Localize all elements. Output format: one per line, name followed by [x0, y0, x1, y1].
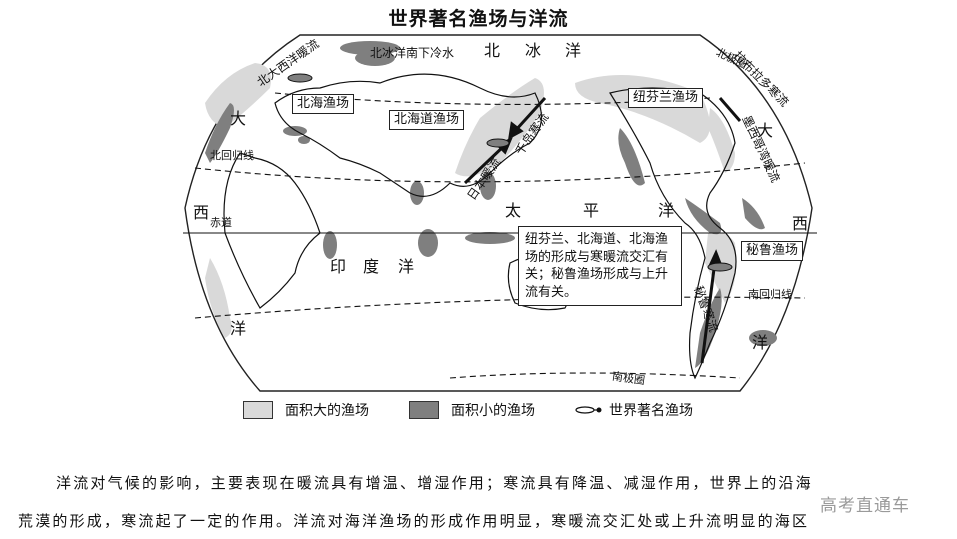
tropic-of-capricorn-label: 南回归线: [748, 288, 792, 301]
arctic-ocean-label-1: 北: [484, 41, 501, 60]
atlantic-east-label-1: 大: [757, 121, 774, 140]
equator-label: 赤道: [210, 216, 232, 229]
pacific-label-1: 太: [505, 201, 522, 220]
map-legend: 面积大的渔场 面积小的渔场 世界著名渔场: [243, 400, 733, 420]
hokkaido-fishery-label: 北海道渔场: [389, 110, 465, 131]
indian-ocean-label-3: 洋: [398, 257, 415, 276]
legend-item-large-fishery: 面积大的渔场: [243, 400, 369, 420]
body-text-line-1: 洋流对气候的影响，主要表现在暖流具有增温、增湿作用；寒流具有降温、减湿作用，世界…: [56, 474, 813, 492]
indian-ocean-label-2: 度: [363, 257, 380, 276]
map-title: 世界著名渔场与洋流: [388, 8, 569, 30]
pacific-label-3: 洋: [658, 201, 675, 220]
legend-label: 面积大的渔场: [285, 403, 369, 419]
legend-label: 世界著名渔场: [609, 403, 693, 419]
fish-symbol-icon: [575, 406, 602, 414]
legend-item-famous-fishery: 世界著名渔场: [575, 400, 693, 420]
atlantic-east-label-3: 洋: [752, 333, 769, 352]
atlantic-west-label-3: 洋: [230, 319, 247, 338]
body-text-line-2: 荒漠的形成，寒流起了一定的作用。洋流对海洋渔场的形成作用明显，寒暖流交汇处或上升…: [18, 512, 810, 530]
arctic-ocean-label-3: 洋: [565, 41, 582, 60]
map-graphic: [183, 34, 817, 392]
arctic-ocean-label-2: 冰: [525, 41, 542, 60]
indian-ocean-label-1: 印: [330, 257, 347, 276]
newfoundland-fishery-label: 纽芬兰渔场: [628, 88, 704, 109]
atlantic-east-label-2: 西: [792, 214, 809, 233]
tropic-of-cancer-label: 北回归线: [210, 149, 254, 162]
small-fishery-swatch-icon: [409, 401, 439, 419]
atlantic-west-label-2: 西: [193, 203, 210, 222]
pacific-label-2: 平: [583, 201, 600, 220]
explanation-note: 纽芬兰、北海道、北海渔场的形成与寒暖流交汇有关；秘鲁渔场形成与上升流有关。: [518, 226, 682, 307]
large-fishery-swatch-icon: [243, 401, 273, 419]
peru-fishery-label: 秘鲁渔场: [741, 241, 804, 262]
north-sea-fishery-label: 北海渔场: [292, 94, 355, 115]
legend-item-small-fishery: 面积小的渔场: [409, 400, 535, 420]
legend-label: 面积小的渔场: [451, 403, 535, 419]
world-map: 北 冰 洋 大 西 洋 大 西 洋 太 平 洋 印 度 洋 北极圈 北回归线 赤…: [180, 33, 820, 395]
atlantic-west-label-1: 大: [230, 109, 247, 128]
arctic-cold-water-label: 北冰洋南下冷水: [370, 46, 455, 60]
watermark: 高考直通车: [820, 496, 910, 516]
